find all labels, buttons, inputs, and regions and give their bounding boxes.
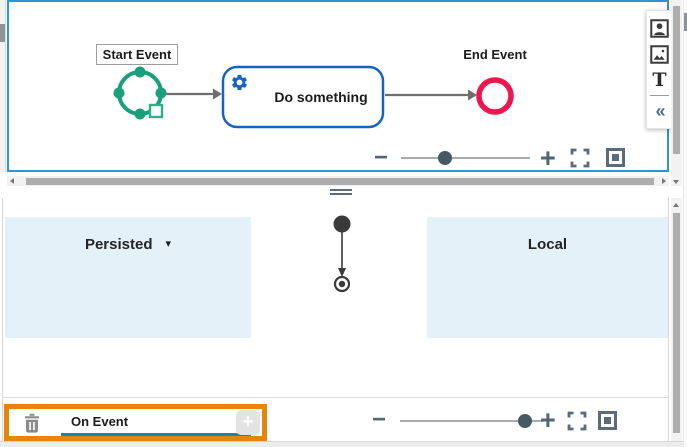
- zoom-in-button[interactable]: +: [540, 143, 556, 173]
- bpmn-diagram: Do something: [113, 65, 514, 129]
- event-bar-highlighted: +: [4, 404, 267, 441]
- vertical-scrollbar-bottom-thumb[interactable]: [673, 213, 680, 433]
- sequence-flow-1[interactable]: [165, 88, 222, 100]
- event-name-input[interactable]: [61, 410, 251, 436]
- persisted-section[interactable]: Persisted ▾: [5, 217, 251, 338]
- horizontal-scrollbar-thumb[interactable]: [26, 177, 654, 185]
- panel-fullscreen-icon[interactable]: [567, 411, 587, 431]
- splitter-handle-icon[interactable]: [330, 189, 352, 191]
- process-canvas[interactable]: Do something Start Event End Event − +: [7, 0, 669, 172]
- fit-view-icon[interactable]: [606, 148, 625, 167]
- resize-handle[interactable]: [148, 103, 164, 119]
- scroll-right-icon[interactable]: [662, 178, 666, 184]
- start-event-shape[interactable]: [113, 66, 167, 120]
- image-icon: [650, 44, 669, 64]
- vertical-scrollbar-top[interactable]: [671, 0, 682, 192]
- panel-right-border: [668, 198, 669, 441]
- fullscreen-icon[interactable]: [570, 148, 590, 168]
- toolbar-divider: [650, 95, 669, 96]
- trash-icon[interactable]: [23, 413, 41, 433]
- persisted-dropdown-label[interactable]: Persisted: [84, 236, 153, 253]
- side-toolbar: T «: [646, 10, 673, 129]
- window-scrollbar-thumb[interactable]: [684, 13, 687, 31]
- panel-zoom-slider[interactable]: [400, 420, 543, 422]
- local-section-label: Local: [527, 236, 568, 253]
- task-label: Do something: [274, 89, 367, 105]
- zoom-slider-thumb[interactable]: [438, 151, 452, 165]
- portrait-icon: [650, 18, 669, 38]
- chevron-down-icon[interactable]: ▾: [165, 238, 172, 250]
- horizontal-scrollbar[interactable]: [7, 176, 669, 186]
- zoom-slider[interactable]: [401, 157, 530, 159]
- zoom-out-button[interactable]: −: [374, 144, 389, 171]
- toolbar-item-user-image[interactable]: [647, 15, 672, 41]
- left-scrollbar[interactable]: [0, 0, 6, 172]
- scroll-down-icon[interactable]: [673, 180, 679, 184]
- toolbar-collapse-button[interactable]: «: [647, 98, 672, 124]
- toolbar-item-image[interactable]: [647, 41, 672, 67]
- gear-icon: [232, 74, 247, 91]
- initial-state-dot[interactable]: [333, 215, 351, 233]
- panel-zoom-in-button[interactable]: +: [540, 405, 556, 435]
- vertical-scrollbar-top-thumb[interactable]: [673, 6, 680, 154]
- service-task[interactable]: Do something: [221, 65, 385, 129]
- toolbar-separator: [3, 397, 669, 398]
- end-event-shape[interactable]: [476, 77, 514, 115]
- panel-left-border: [2, 198, 3, 441]
- panel-fit-view-icon[interactable]: [598, 411, 617, 430]
- vertical-scrollbar-bottom[interactable]: [671, 198, 682, 441]
- panel-zoom-out-button[interactable]: −: [372, 406, 387, 433]
- end-event-label: End Event: [463, 47, 527, 62]
- collapse-icon: «: [655, 100, 665, 121]
- transition-diagram: [333, 215, 351, 293]
- scroll-left-icon[interactable]: [10, 178, 14, 184]
- start-event-label[interactable]: Start Event: [96, 44, 178, 65]
- panel-zoom-slider-thumb[interactable]: [518, 414, 532, 428]
- window-scrollbar[interactable]: [683, 0, 687, 447]
- text-icon: T: [652, 69, 667, 91]
- sequence-flow-2[interactable]: [385, 89, 477, 101]
- left-scrollbar-thumb[interactable]: [0, 24, 5, 42]
- scroll-up-icon[interactable]: [673, 203, 679, 207]
- add-event-button[interactable]: +: [236, 410, 260, 435]
- bottom-edge-strip: [0, 441, 683, 447]
- pane-splitter[interactable]: [0, 186, 683, 198]
- local-section[interactable]: Local: [427, 217, 668, 338]
- toolbar-item-text[interactable]: T: [647, 67, 672, 93]
